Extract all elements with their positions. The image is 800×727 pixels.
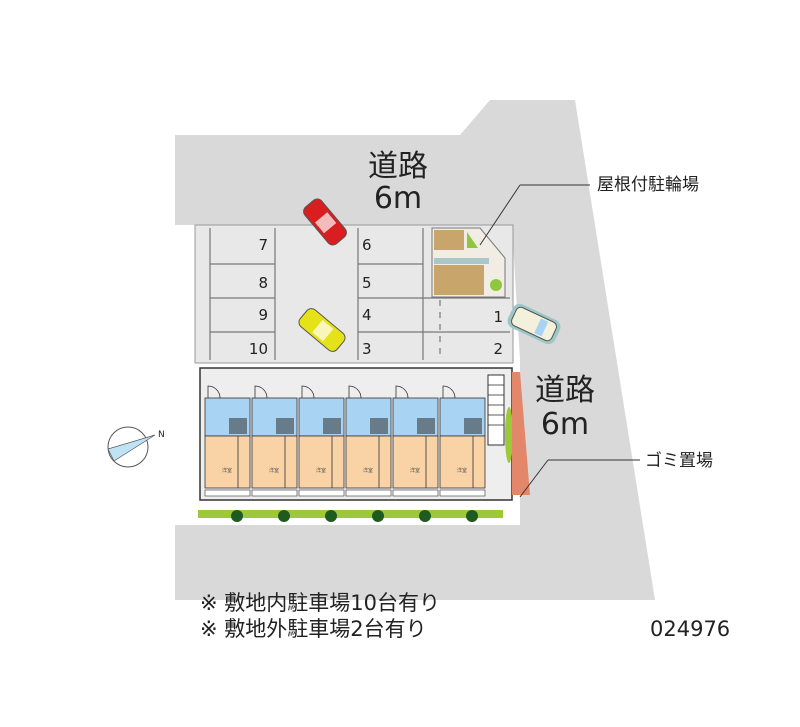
tree-icon (325, 510, 337, 522)
compass-icon: N (107, 426, 165, 468)
note-offsite-parking: ※ 敷地外駐車場2台有り (200, 617, 427, 641)
compass-north-label: N (158, 430, 165, 440)
garbage-callout-line (519, 459, 549, 498)
stall-number: 6 (362, 236, 372, 254)
parking-numbers: 7 8 9 10 6 5 4 3 1 2 (249, 236, 503, 358)
room-label: 洋室 (363, 467, 373, 474)
room-label: 洋室 (457, 467, 467, 474)
trees (231, 510, 478, 522)
east-road-name: 道路 (535, 373, 595, 408)
stall-number: 8 (258, 274, 268, 292)
apartment-unit: 洋室 (392, 385, 439, 497)
room-label: 洋室 (222, 467, 232, 474)
room-label: 洋室 (269, 467, 279, 474)
room-label: 洋室 (410, 467, 420, 474)
north-road-width: 6m (374, 181, 422, 216)
car-red-icon (303, 198, 347, 246)
apartment-building: 洋室 洋室 洋室 洋室 洋室 洋室 (199, 367, 530, 501)
hedge (198, 510, 503, 518)
north-road-name: 道路 (368, 149, 428, 184)
bicycle-parking-label: 屋根付駐輪場 (597, 175, 699, 195)
property-id: 024976 (650, 617, 730, 641)
tree-icon (231, 510, 243, 522)
garbage-area-label: ゴミ置場 (645, 450, 713, 471)
stall-number: 10 (249, 340, 268, 358)
east-road-width: 6m (541, 407, 589, 442)
note-onsite-parking: ※ 敷地内駐車場10台有り (200, 591, 440, 615)
car-yellow-icon (298, 308, 346, 352)
room-label: 洋室 (316, 467, 326, 474)
stall-number: 9 (258, 306, 268, 324)
bicycle-callout-line (479, 184, 521, 246)
apartment-unit: 洋室 (251, 385, 298, 497)
stall-number: 3 (362, 340, 372, 358)
apartment-unit: 洋室 (204, 385, 251, 497)
apartment-unit: 洋室 (298, 385, 345, 497)
tree-icon (419, 510, 431, 522)
car-white-icon (507, 303, 561, 345)
tree-icon (466, 510, 478, 522)
tree-icon (372, 510, 384, 522)
apartment-unit: 洋室 (345, 385, 392, 497)
parking-stall-lines (209, 228, 510, 360)
covered-bicycle-parking (431, 227, 506, 298)
stall-number: 7 (258, 236, 268, 254)
stall-number: 2 (493, 340, 503, 358)
stall-number: 4 (362, 306, 372, 324)
tree-icon (278, 510, 290, 522)
stall-number: 5 (362, 274, 372, 292)
stall-number: 1 (493, 308, 503, 326)
apartment-unit: 洋室 (439, 385, 486, 497)
